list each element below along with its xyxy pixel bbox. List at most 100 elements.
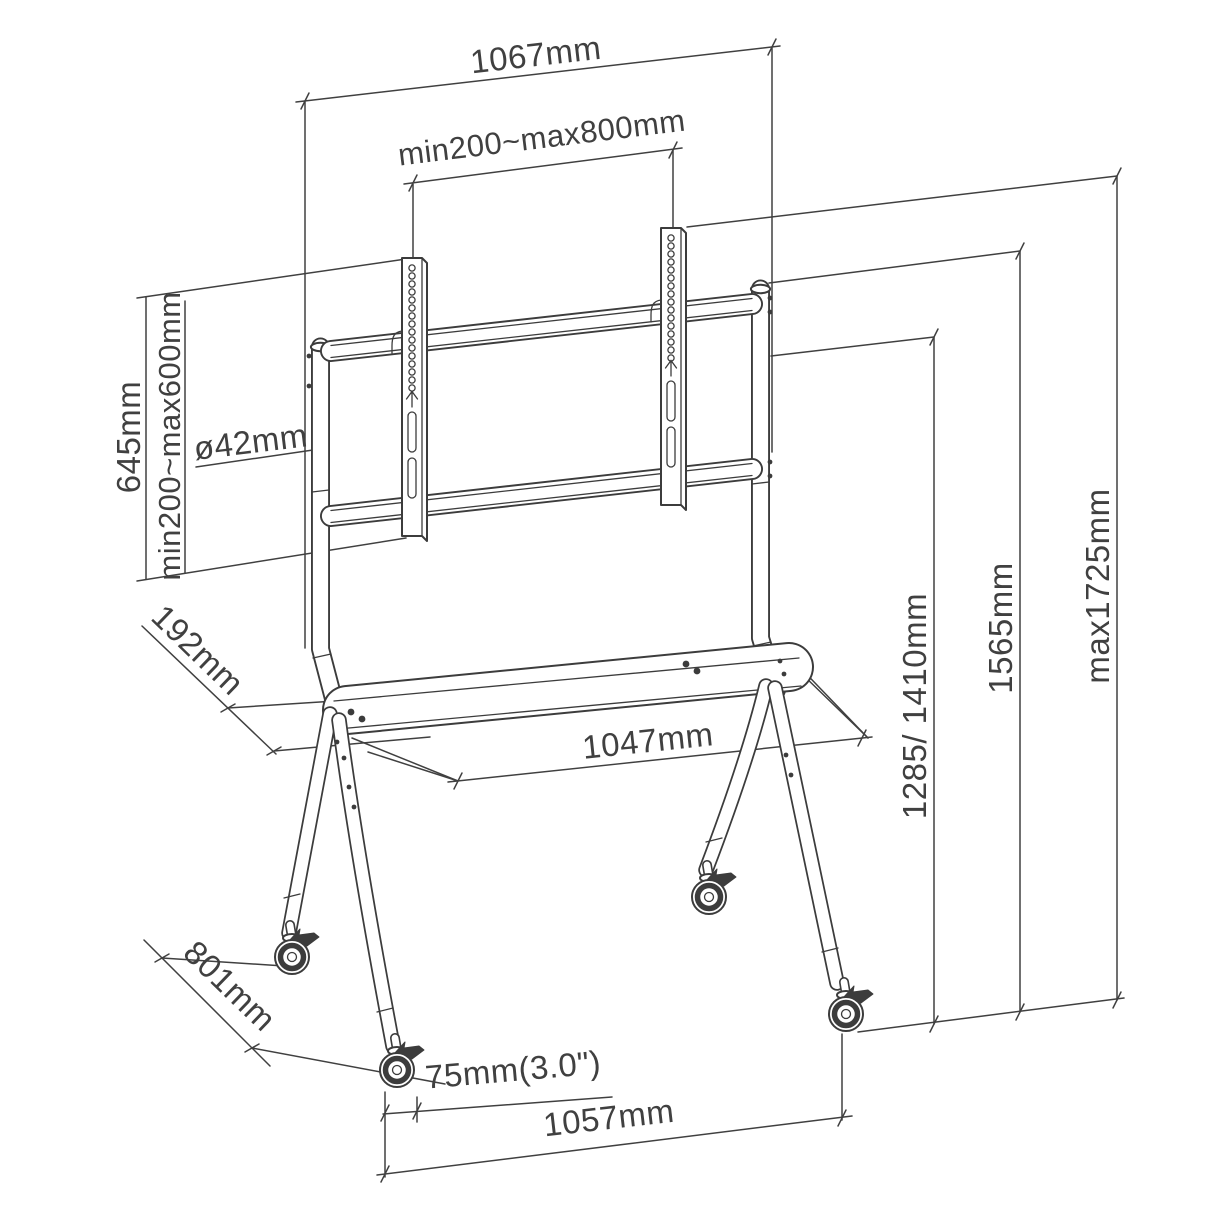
rail-hole bbox=[667, 274, 675, 282]
screw-dot bbox=[767, 459, 773, 465]
screw-dot bbox=[767, 309, 773, 315]
connector-line bbox=[686, 175, 1118, 228]
shelf-edge bbox=[337, 685, 802, 730]
caster-tire bbox=[277, 942, 307, 972]
rail-hole bbox=[667, 314, 675, 322]
rail-hook bbox=[391, 330, 403, 354]
base-depth-label: 801mm bbox=[177, 933, 284, 1038]
ext-line bbox=[351, 737, 459, 782]
rail-hole bbox=[667, 258, 675, 266]
rail-hole bbox=[667, 330, 675, 338]
caster-rear-right bbox=[828, 977, 874, 1032]
rail-hole bbox=[408, 288, 416, 296]
caster-hub bbox=[703, 891, 715, 903]
caster-rear-left bbox=[379, 1033, 425, 1088]
leg-front-right-face bbox=[700, 680, 772, 876]
ext-line bbox=[273, 736, 431, 752]
column-seam bbox=[311, 489, 330, 493]
caster-front-right bbox=[691, 860, 737, 915]
column-height-label: 1565mm bbox=[982, 562, 1019, 693]
legs bbox=[281, 658, 845, 1054]
connector-line bbox=[768, 250, 1021, 284]
dim-line bbox=[447, 736, 873, 783]
rail-hole bbox=[667, 250, 675, 258]
column-cap bbox=[749, 283, 772, 295]
rail-hole bbox=[667, 242, 675, 250]
tick bbox=[767, 38, 777, 56]
screw-dot bbox=[341, 755, 347, 761]
rail-hole bbox=[408, 264, 416, 272]
pole-diameter-label: ø42mm bbox=[192, 416, 310, 467]
tick bbox=[412, 1102, 422, 1120]
rail-hook bbox=[650, 299, 662, 323]
top-width-label: 1067mm bbox=[468, 29, 603, 81]
tick bbox=[929, 1015, 939, 1033]
leader-line bbox=[195, 449, 314, 468]
vesa-rail-left bbox=[391, 257, 428, 542]
tick bbox=[1112, 991, 1122, 1009]
rail-hole bbox=[667, 234, 675, 242]
rail-hole bbox=[408, 304, 416, 312]
crossbar-tube-face bbox=[321, 294, 762, 361]
rail-height-label: 645mm bbox=[110, 381, 147, 494]
column-seam bbox=[751, 481, 770, 485]
tick bbox=[1015, 242, 1025, 260]
rail-hole bbox=[408, 272, 416, 280]
tick bbox=[857, 729, 867, 747]
tick bbox=[453, 772, 463, 790]
caster-front-left bbox=[274, 920, 320, 975]
crossbar-upper bbox=[320, 293, 763, 362]
rail-hole bbox=[667, 298, 675, 306]
shelf-hole bbox=[682, 660, 690, 668]
rail-slot bbox=[407, 457, 417, 499]
rail-hole bbox=[408, 312, 416, 320]
screw-dot bbox=[783, 752, 789, 758]
rail-hole bbox=[667, 282, 675, 290]
ext-line bbox=[367, 751, 459, 782]
caster-tire bbox=[694, 882, 724, 912]
dim-right-heights bbox=[686, 167, 1125, 1033]
base-width-label: 1057mm bbox=[541, 1092, 676, 1144]
floor-line bbox=[857, 997, 1125, 1033]
column-seam bbox=[312, 653, 332, 659]
caster-hub bbox=[840, 1008, 852, 1020]
up-arrow-marking bbox=[664, 359, 678, 377]
vesa-rail-right bbox=[650, 227, 687, 511]
leg-rear-right-face bbox=[769, 682, 843, 989]
tick bbox=[668, 141, 678, 159]
dimension-annotations bbox=[136, 38, 1125, 1183]
rail-hole bbox=[667, 338, 675, 346]
up-arrow-marking bbox=[405, 390, 419, 408]
vesa-height-label: min200~max600mm bbox=[152, 291, 187, 580]
tick bbox=[244, 1043, 260, 1053]
rail-hole bbox=[667, 322, 675, 330]
ext-line bbox=[136, 258, 407, 299]
ext-line bbox=[161, 957, 285, 967]
rail-slot bbox=[666, 380, 676, 422]
max-height-label: max1725mm bbox=[1079, 488, 1116, 683]
dim-top-width bbox=[295, 38, 781, 649]
dim-base-width bbox=[376, 1033, 853, 1183]
leg-seam bbox=[283, 893, 301, 899]
rail-hole bbox=[408, 376, 416, 384]
ext-line bbox=[136, 537, 407, 582]
screw-dot bbox=[346, 784, 352, 790]
column-left bbox=[306, 337, 347, 724]
tick bbox=[837, 1109, 847, 1127]
leg-seam bbox=[376, 1007, 394, 1013]
dim-line bbox=[382, 1096, 613, 1115]
rail-hole bbox=[667, 266, 675, 274]
connector-line bbox=[770, 336, 935, 357]
dim-line bbox=[295, 45, 781, 103]
shelf-hole bbox=[347, 708, 355, 716]
screw-dot bbox=[777, 658, 783, 664]
rail-hole bbox=[408, 328, 416, 336]
rail-hole bbox=[667, 290, 675, 298]
dim-line bbox=[403, 147, 683, 185]
shelf-edge bbox=[333, 657, 800, 702]
screen-heights-label: 1285/ 1410mm bbox=[896, 593, 933, 819]
leg-rear-left-face bbox=[333, 714, 399, 1052]
dim-left-heights bbox=[136, 258, 407, 582]
shelf-width-label: 1047mm bbox=[581, 715, 716, 766]
